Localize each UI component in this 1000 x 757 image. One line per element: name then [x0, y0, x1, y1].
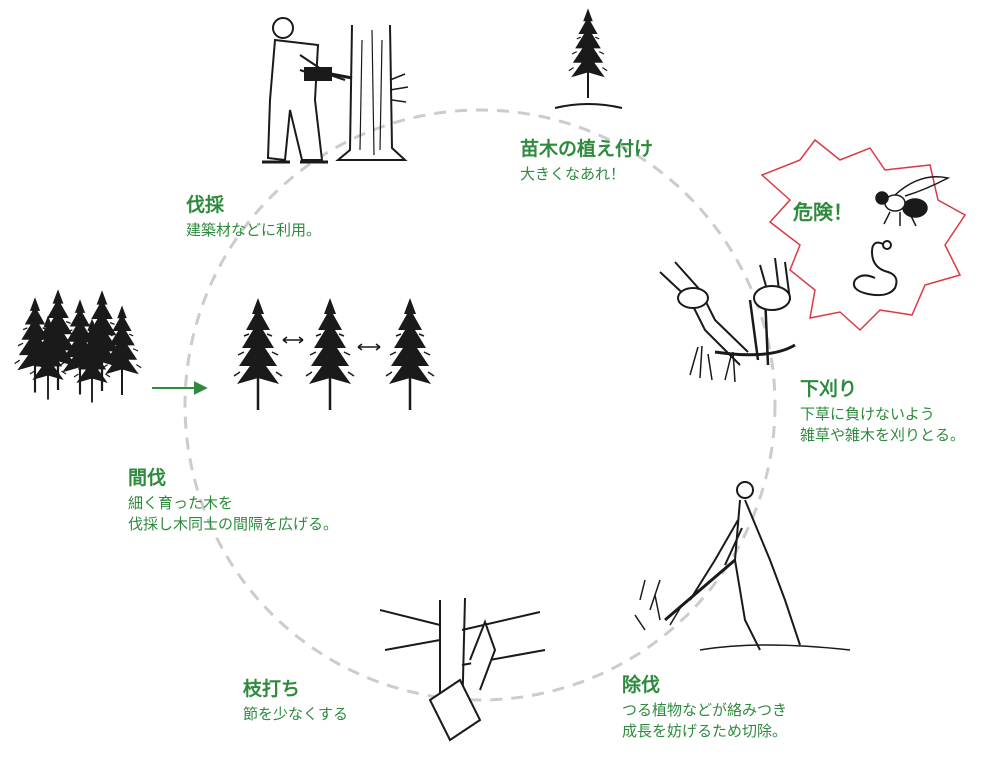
stage-clearing-desc-2: 成長を妨げるため切除。 — [622, 722, 788, 741]
stage-clearing-desc-1: つる植物などが絡みつき — [622, 700, 788, 719]
stage-weeding: 下刈り 下草に負けないよう 雑草や雑木を刈りとる。 — [800, 376, 965, 447]
stage-weeding-desc-2: 雑草や雑木を刈りとる。 — [800, 426, 966, 445]
stage-planting-desc-1: 大きくなあれ！ — [520, 164, 626, 183]
stage-clearing-title: 除伐 — [622, 674, 661, 696]
stage-weeding-desc-1: 下草に負けないよう — [800, 404, 935, 423]
stage-harvesting-desc-1: 建築材などに利用。 — [186, 220, 322, 239]
stage-harvesting-title: 伐採 — [186, 194, 225, 216]
harvesting-illustration — [262, 17, 409, 164]
warning-label: 危険！ — [793, 200, 853, 224]
cycle-circle — [183, 108, 777, 702]
stage-thinning-desc-1: 細く育った木を — [128, 493, 234, 512]
stage-clearing: 除伐 つる植物などが絡みつき 成長を妨げるため切除。 — [622, 672, 787, 743]
stage-thinning-desc-2: 伐採し木同士の間隔を広げる。 — [128, 515, 339, 534]
snake-icon — [852, 240, 898, 297]
dense-forest-illustration — [13, 288, 143, 404]
sapling-illustration — [554, 7, 623, 109]
weeding-illustration — [659, 257, 796, 383]
stage-thinning: 間伐 細く育った木を 伐採し木同士の間隔を広げる。 — [128, 465, 338, 536]
hornet-icon — [875, 176, 951, 227]
stage-planting-title: 苗木の植え付け — [520, 138, 654, 160]
stage-planting: 苗木の植え付け 大きくなあれ！ — [520, 136, 653, 185]
stage-weeding-title: 下刈り — [800, 378, 858, 400]
stage-pruning-desc-1: 節を少なくする — [243, 704, 349, 723]
thinned-forest-illustration — [232, 296, 436, 412]
stage-pruning-title: 枝打ち — [243, 678, 301, 700]
clearing-illustration — [634, 481, 851, 651]
pruning-illustration — [379, 597, 546, 742]
stage-pruning: 枝打ち 節を少なくする — [243, 676, 348, 725]
stage-thinning-title: 間伐 — [128, 467, 167, 489]
warning-burst — [760, 138, 967, 332]
stage-harvesting: 伐採 建築材などに利用。 — [186, 192, 321, 241]
